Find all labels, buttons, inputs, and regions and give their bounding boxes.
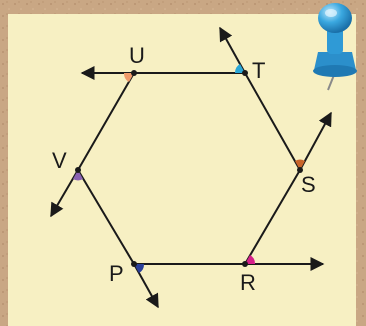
exterior-angle-U bbox=[123, 73, 134, 82]
exterior-angle-V bbox=[73, 170, 83, 181]
vertex-point-T bbox=[242, 70, 248, 76]
ray-from-R-through-S bbox=[299, 111, 332, 171]
exterior-angle-P bbox=[134, 264, 145, 273]
vertex-label-P: P bbox=[109, 261, 124, 286]
vertex-label-V: V bbox=[52, 148, 67, 173]
vertex-label-R: R bbox=[240, 270, 256, 295]
vertex-label-U: U bbox=[129, 43, 145, 68]
vertex-point-V bbox=[75, 167, 81, 173]
vertex-point-P bbox=[131, 261, 137, 267]
vertex-point-R bbox=[242, 261, 248, 267]
push-pin-icon bbox=[313, 3, 357, 91]
exterior-angle-T bbox=[234, 64, 245, 73]
exterior-angle-R bbox=[245, 255, 256, 264]
vertex-label-S: S bbox=[301, 172, 316, 197]
exterior-angle-S bbox=[295, 159, 305, 170]
vertex-point-U bbox=[131, 70, 137, 76]
ray-from-U-through-V bbox=[50, 169, 79, 218]
vertex-point-S bbox=[297, 167, 303, 173]
vertex-label-T: T bbox=[252, 58, 265, 83]
